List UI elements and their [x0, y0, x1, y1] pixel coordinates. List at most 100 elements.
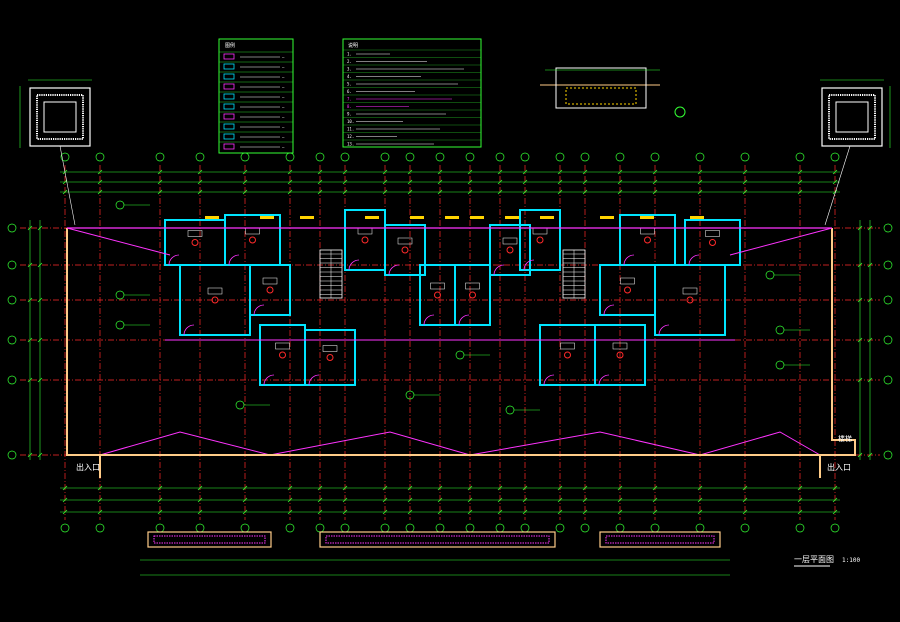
legend-row-label: —: [282, 55, 285, 60]
dimension-tick: [617, 179, 623, 185]
pit-detail-right-hatch: [828, 94, 876, 140]
axis-bubble-right: [883, 450, 893, 460]
door-swing: [623, 254, 635, 266]
pit-detail-left-outer: [29, 87, 91, 147]
drawing-title: 一层平面图: [794, 555, 834, 564]
stair-left-treads: [320, 250, 342, 298]
pit-detail-right: [820, 79, 891, 148]
legend-row-label: —: [282, 125, 285, 130]
dimension-tick: [197, 509, 203, 515]
dimension-tick: [697, 179, 703, 185]
door-swing: [228, 254, 240, 266]
stair-right: [562, 249, 586, 299]
axis-bubble-right: [883, 223, 893, 233]
dimension-tick: [867, 452, 873, 458]
window-marker: [690, 216, 704, 219]
room-wall: [454, 264, 491, 326]
dimension-tick: [317, 189, 323, 195]
room-label-box: [502, 237, 518, 245]
dimension-tick: [467, 509, 473, 515]
dimension-tick: [37, 225, 43, 231]
axis-bubble-top: [315, 152, 325, 162]
dimension-tick: [582, 485, 588, 491]
dimension-tick: [797, 485, 803, 491]
dimension-tick: [197, 497, 203, 503]
notes-row-number: 12.: [347, 134, 354, 139]
dimension-tick: [582, 189, 588, 195]
axis-bubble-top: [195, 152, 205, 162]
dimension-tick: [342, 179, 348, 185]
outline-right: [819, 228, 856, 478]
dimension-tick: [697, 497, 703, 503]
room-label-box: [262, 277, 278, 285]
dimension-tick: [317, 169, 323, 175]
legend-row-label: —: [282, 145, 285, 150]
dimension-tick: [382, 497, 388, 503]
dimension-tick: [37, 452, 43, 458]
room-label-box: [705, 230, 720, 237]
room-tag-marker: [564, 351, 571, 359]
dimension-tick: [37, 377, 43, 383]
dimension-tick: [62, 497, 68, 503]
dimension-tick: [342, 189, 348, 195]
door-swing: [458, 314, 470, 326]
notes-table: 说明 1.2.3.4.5.6.7.8.9.10.11.12.13.: [342, 38, 482, 148]
dimension-tick: [497, 179, 503, 185]
axis-bubble-left: [7, 260, 17, 270]
dimension-tick: [467, 169, 473, 175]
dimension-tick: [557, 497, 563, 503]
axis-bubble-right: [883, 375, 893, 385]
door-swing: [168, 254, 180, 266]
stair-right-label: 楼梯: [838, 434, 852, 443]
door-swing: [308, 374, 320, 386]
dimension-tick: [582, 169, 588, 175]
axis-bubble-left: [7, 375, 17, 385]
room-wall: [619, 214, 676, 266]
axis-bubble-top: [405, 152, 415, 162]
dimension-tick: [287, 179, 293, 185]
axis-bubble-bottom: [555, 523, 565, 533]
pit-detail-right-outer: [821, 87, 883, 147]
notes-table-frame: [342, 38, 482, 148]
dimension-tick: [287, 485, 293, 491]
notes-row-number: 11.: [347, 127, 354, 132]
section-detail-inner: [565, 87, 637, 105]
dimension-tick: [497, 189, 503, 195]
dimension-tick: [437, 485, 443, 491]
dimension-tick: [407, 509, 413, 515]
dimension-tick: [407, 189, 413, 195]
dimension-tick: [62, 509, 68, 515]
axis-bubble-top: [495, 152, 505, 162]
dimension-tick: [857, 377, 863, 383]
notes-row-number: 3.: [347, 67, 352, 72]
dimension-tick: [557, 509, 563, 515]
axis-bubble-top: [465, 152, 475, 162]
dimension-tick: [97, 169, 103, 175]
legend-symbol: [223, 103, 235, 110]
legend-symbol: [223, 113, 235, 120]
annotation-layer: [59, 145, 851, 456]
room-tag-marker: [361, 236, 369, 244]
dimension-tick: [27, 337, 33, 343]
dimension-tick: [557, 179, 563, 185]
dimension-tick: [742, 497, 748, 503]
dimension-tick: [797, 189, 803, 195]
axis-bubble-top: [740, 152, 750, 162]
dimension-tick: [97, 509, 103, 515]
axis-bubble-top: [340, 152, 350, 162]
dimension-tick: [242, 169, 248, 175]
plinth-center-hatch: [325, 535, 550, 544]
dimension-tick: [157, 179, 163, 185]
plinth-right: [599, 531, 721, 548]
dimension-tick: [652, 509, 658, 515]
legend-table-frame: [218, 38, 294, 154]
wall-layer: [164, 209, 741, 386]
axis-bubble-left: [7, 335, 17, 345]
entrance-left-label: 出入口: [76, 462, 100, 472]
dimension-tick: [832, 485, 838, 491]
legend-symbol: [223, 63, 235, 70]
dimension-tick: [857, 452, 863, 458]
axis-bubble-right: [883, 260, 893, 270]
dimension-tick: [317, 179, 323, 185]
